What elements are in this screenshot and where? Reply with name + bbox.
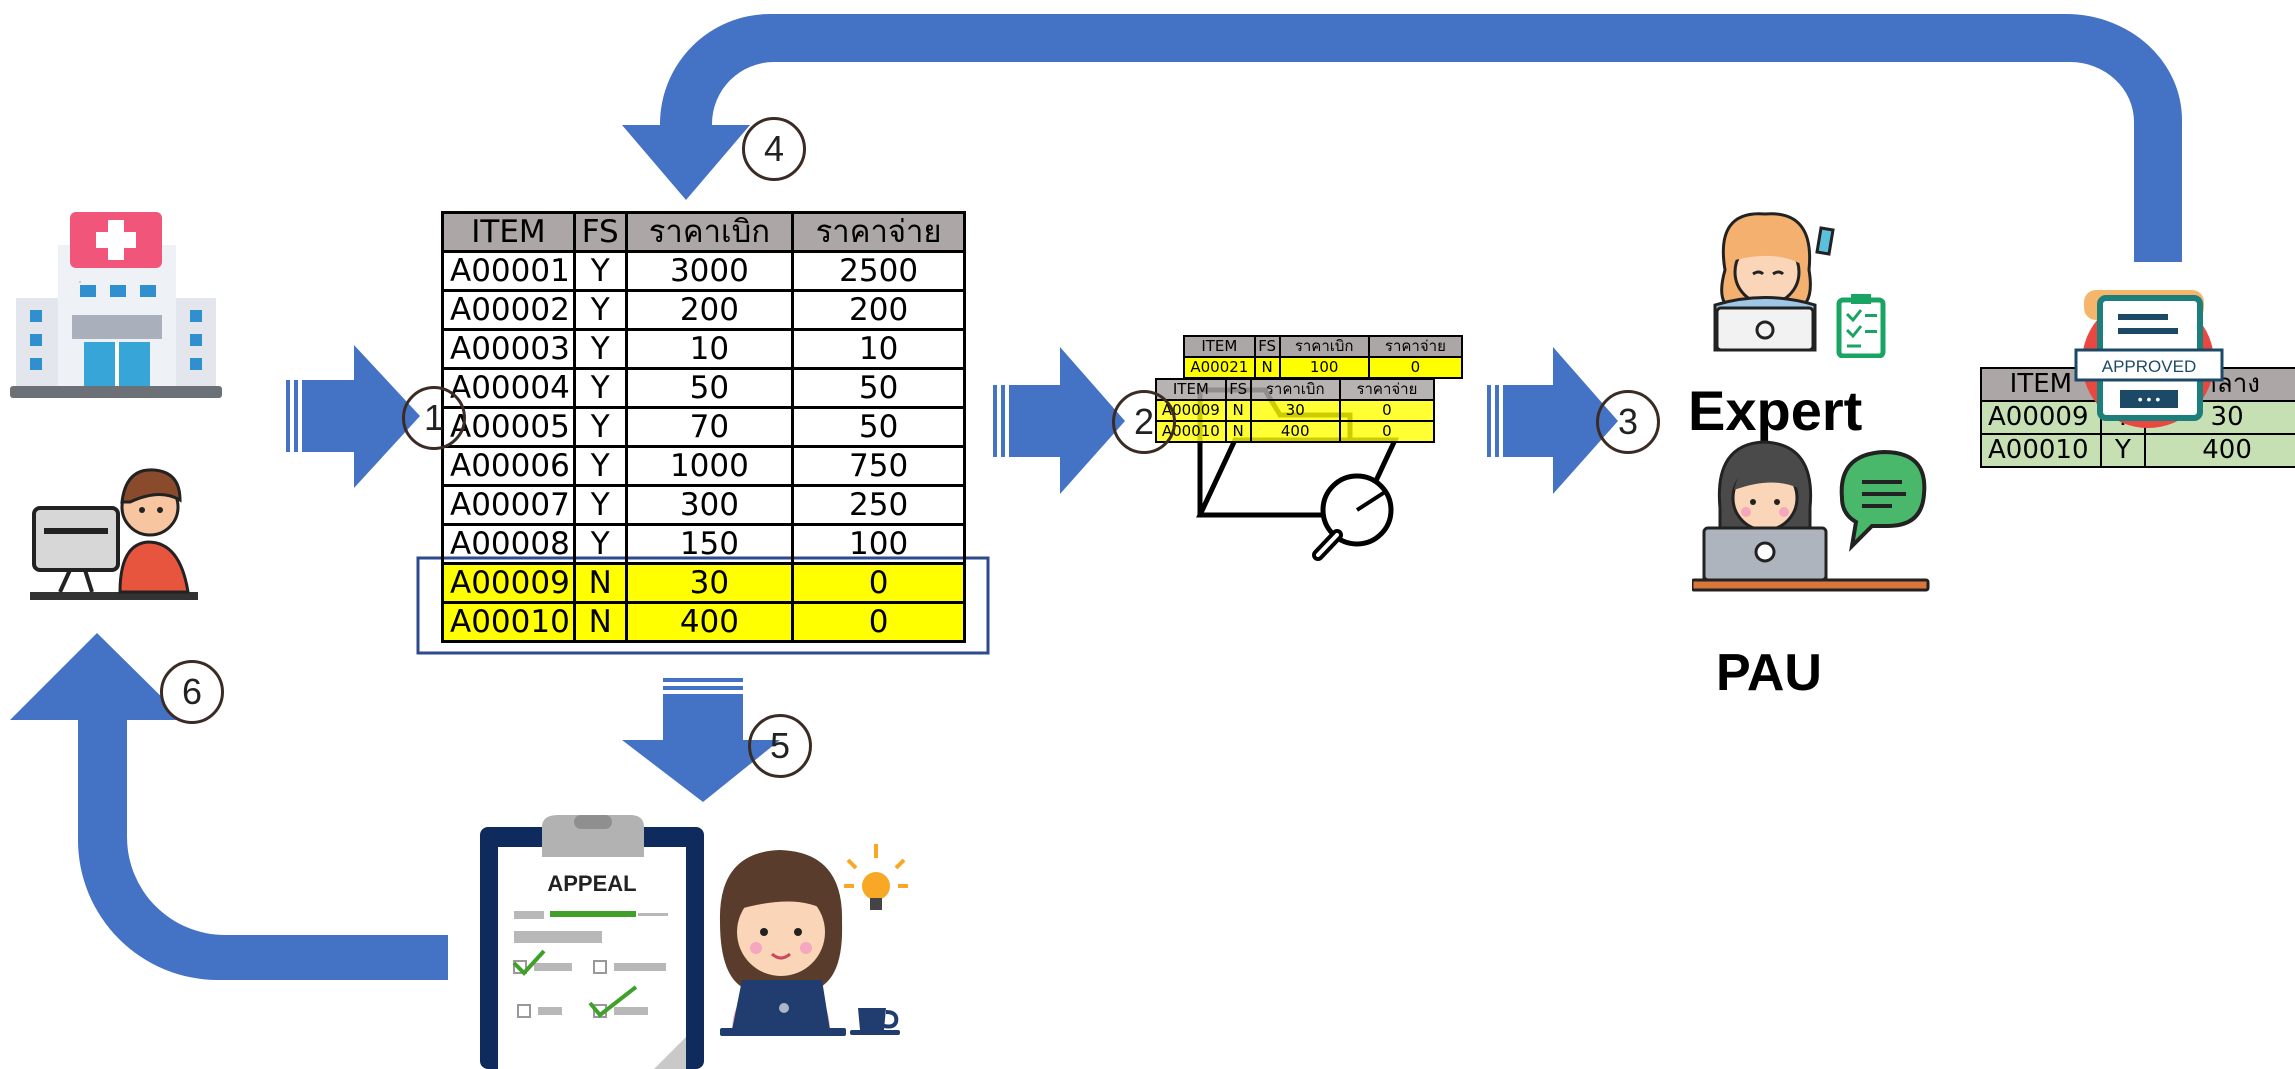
coffee-cup-icon [850, 1008, 900, 1035]
step-4-marker: 4 [742, 117, 806, 181]
approved-stamp-text: APPROVED [2102, 357, 2196, 376]
step-2-marker: 2 [1112, 390, 1176, 454]
col-fs: FS [572, 211, 628, 253]
claims-table-header: ITEM FS ราคาเบิก ราคาจ่าย [441, 211, 966, 253]
forward-arrow-3 [1487, 347, 1618, 494]
appeal-title: APPEAL [547, 871, 636, 896]
expert-label: Expert [1688, 379, 1863, 442]
return-arrow-4 [622, 14, 2182, 262]
step-3-marker: 3 [1596, 390, 1660, 454]
return-arrow-6 [10, 633, 448, 980]
pau-worker-icon [1692, 440, 1930, 592]
col-paid-price: ราคาจ่าย [791, 211, 966, 253]
down-arrow-5 [622, 678, 780, 802]
col-claim-price: ราคาเบิก [624, 211, 795, 253]
pau-label: PAU [1716, 644, 1822, 702]
lightbulb-icon [844, 844, 908, 910]
clerk-at-computer-icon [30, 468, 198, 600]
forward-arrow-2 [993, 347, 1125, 494]
forward-arrow-1 [286, 345, 420, 488]
col-item: ITEM [441, 211, 576, 253]
expert-woman-icon [1713, 212, 1886, 358]
appeal-clipboard-icon: APPEAL [480, 815, 704, 1069]
hospital-icon [10, 212, 222, 398]
thinking-woman-icon [719, 844, 908, 1036]
step-6-marker: 6 [160, 660, 224, 724]
svg-text:• • •: • • • [2138, 391, 2161, 407]
step-1-marker: 1 [402, 386, 466, 450]
approved-stamp-icon: APPROVED • • • [2074, 290, 2224, 428]
step-5-marker: 5 [748, 714, 812, 778]
speech-bubble-icon [1839, 449, 1927, 552]
